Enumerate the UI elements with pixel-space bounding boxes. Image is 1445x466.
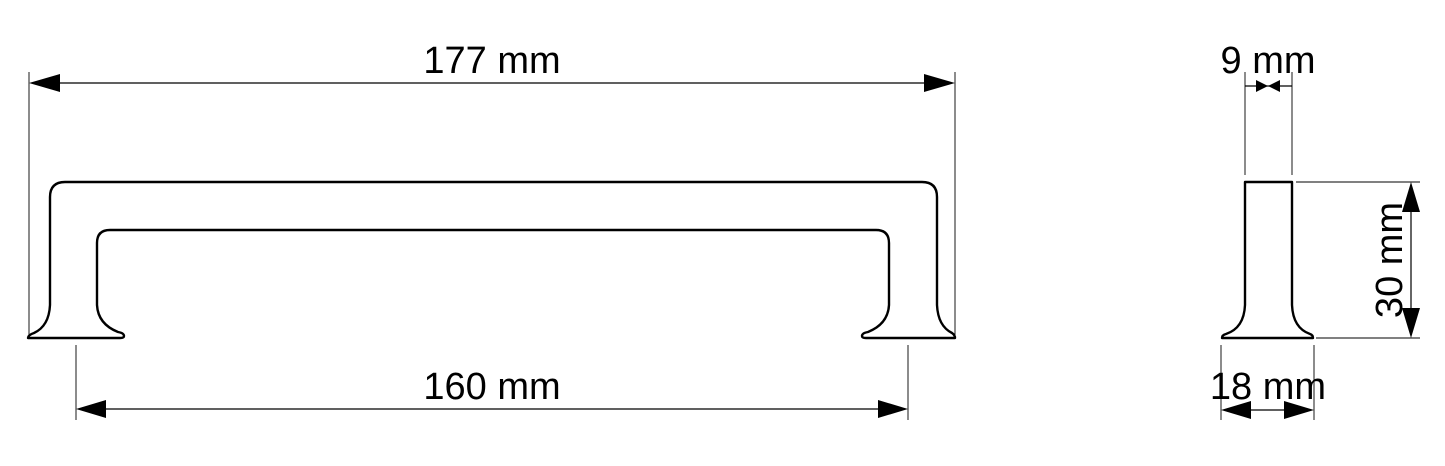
- side-view: [1220, 180, 1315, 340]
- arrow-right-icon: [1256, 80, 1268, 92]
- overall-length-label: 177 mm: [423, 40, 560, 82]
- base-width-label: 18 mm: [1210, 366, 1326, 408]
- arrow-right-icon: [924, 74, 955, 92]
- handle-front-outline: [26, 180, 957, 340]
- dimension-overall-length: 177 mm: [29, 40, 955, 92]
- front-view: [26, 180, 957, 340]
- dimension-bar-width: 9 mm: [1221, 40, 1316, 92]
- handle-side-outline: [1220, 180, 1315, 340]
- hole-spacing-label: 160 mm: [423, 366, 560, 408]
- arrow-left-icon: [1268, 80, 1280, 92]
- dimension-height: 30 mm: [1369, 182, 1420, 338]
- height-label: 30 mm: [1369, 202, 1411, 318]
- arrow-left-icon: [76, 400, 106, 418]
- arrow-up-icon: [1402, 182, 1420, 212]
- arrow-right-icon: [1284, 401, 1314, 419]
- arrow-right-icon: [878, 400, 908, 418]
- dimension-base-width: 18 mm: [1210, 366, 1326, 419]
- bar-width-label: 9 mm: [1221, 40, 1316, 82]
- arrow-left-icon: [29, 74, 60, 92]
- extension-lines: [28, 72, 1420, 420]
- arrow-left-icon: [1221, 401, 1251, 419]
- arrow-down-icon: [1402, 308, 1420, 338]
- dimension-hole-spacing: 160 mm: [76, 366, 908, 418]
